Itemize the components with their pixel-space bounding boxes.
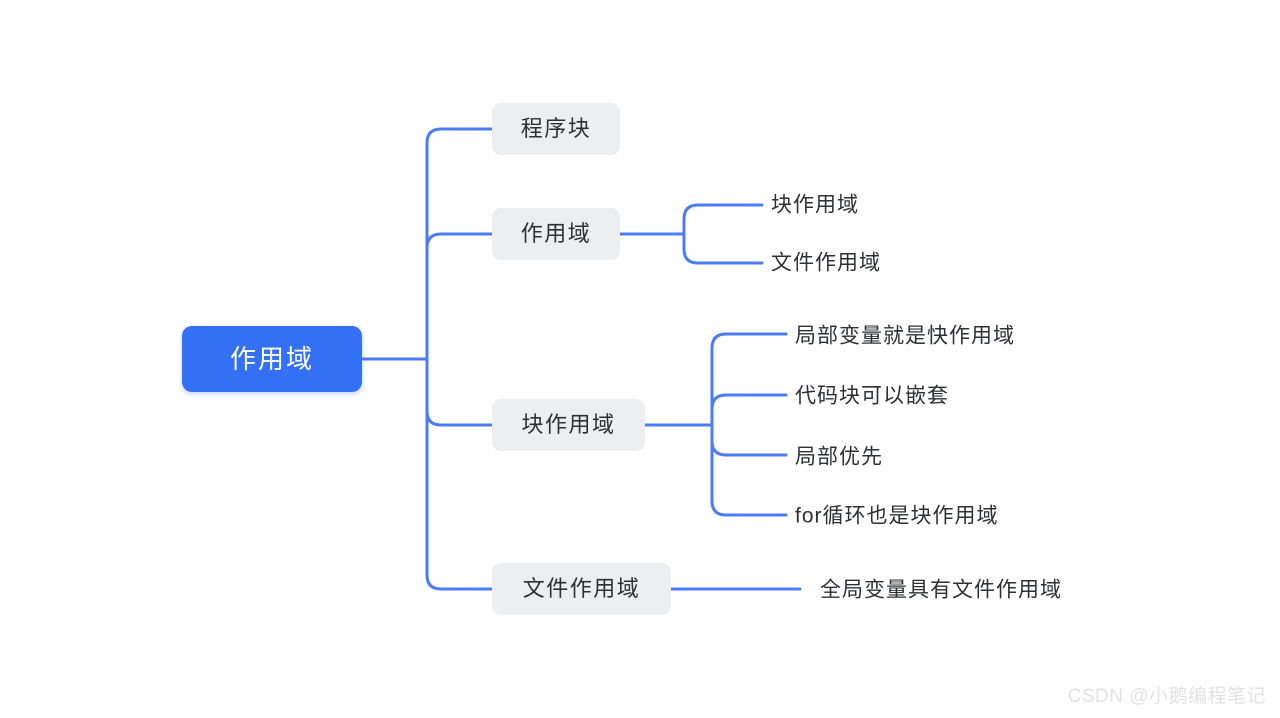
branch-node-label: 块作用域 xyxy=(521,412,616,437)
branch-node-wen-jian-zuo-yong-yu[interactable]: 文件作用域 xyxy=(492,563,671,615)
link-branch-3-child-1 xyxy=(710,332,788,427)
branch-node-zuo-yong-yu[interactable]: 作用域 xyxy=(492,208,620,260)
branch-node-label: 文件作用域 xyxy=(522,576,641,601)
leaf-node-label: 局部优先 xyxy=(795,445,883,469)
leaf-node-wen-jian-zuo-yong-yu[interactable]: 文件作用域 xyxy=(771,253,881,274)
watermark: CSDN @小鹅编程笔记 xyxy=(1067,686,1266,707)
link-root-to-branch-4 xyxy=(425,357,494,591)
link-branch-3-child-3 xyxy=(710,423,788,457)
leaf-node-label: 代码块可以嵌套 xyxy=(795,384,949,408)
leaf-node-label: 局部变量就是快作用域 xyxy=(795,324,1015,348)
leaf-node-for-xun-huan[interactable]: for循环也是块作用域 xyxy=(795,506,999,527)
branch-node-cheng-xu-kuai[interactable]: 程序块 xyxy=(492,103,620,155)
root-node-label: 作用域 xyxy=(229,344,314,374)
link-branch-3-child-2 xyxy=(710,393,788,427)
leaf-node-kuai-zuo-yong-yu[interactable]: 块作用域 xyxy=(771,195,859,216)
link-branch-3-child-4 xyxy=(710,423,788,517)
leaf-node-label: 全局变量具有文件作用域 xyxy=(820,578,1062,602)
link-root-to-branch-3 xyxy=(425,357,494,427)
leaf-node-quan-ju-bian-liang[interactable]: 全局变量具有文件作用域 xyxy=(820,580,1062,601)
branch-node-label: 程序块 xyxy=(520,116,592,141)
leaf-node-dai-ma-kuai-qian-tao[interactable]: 代码块可以嵌套 xyxy=(795,386,949,407)
leaf-node-ju-bu-bian-liang[interactable]: 局部变量就是快作用域 xyxy=(795,326,1015,347)
link-branch-2-child-1 xyxy=(682,203,764,236)
branch-node-kuai-zuo-yong-yu[interactable]: 块作用域 xyxy=(492,399,645,451)
branch-node-label: 作用域 xyxy=(520,221,592,246)
root-node[interactable]: 作用域 xyxy=(182,326,362,392)
link-root-to-branch-2 xyxy=(425,232,494,361)
leaf-node-label: 块作用域 xyxy=(771,193,859,217)
leaf-node-label: 文件作用域 xyxy=(771,251,881,275)
leaf-node-label: for循环也是块作用域 xyxy=(795,504,999,528)
link-root-to-branch-1 xyxy=(425,127,494,361)
link-branch-2-child-2 xyxy=(682,232,764,265)
leaf-node-ju-bu-you-xian[interactable]: 局部优先 xyxy=(795,447,883,468)
